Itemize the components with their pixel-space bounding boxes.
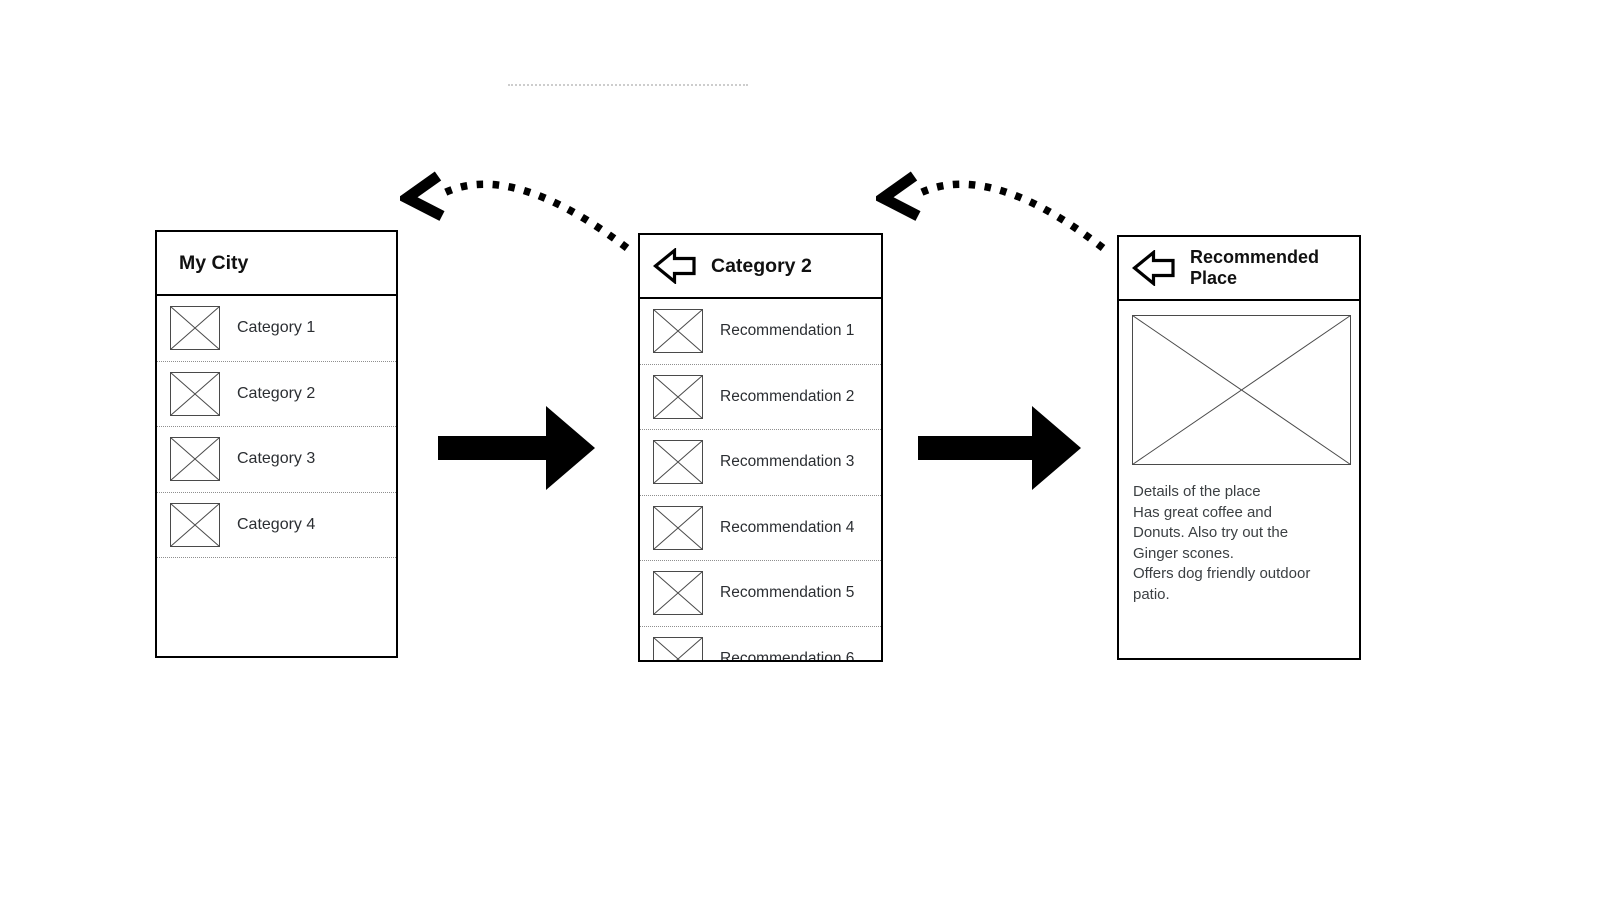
back-arrow-icon bbox=[653, 248, 697, 284]
image-placeholder-icon bbox=[653, 309, 703, 354]
list-item-recommendation-2[interactable]: Recommendation 2 bbox=[640, 364, 881, 430]
image-placeholder-icon bbox=[653, 505, 703, 550]
list-item-label: Recommendation 4 bbox=[720, 518, 855, 536]
image-placeholder-icon bbox=[170, 502, 220, 547]
list-item-recommendation-4[interactable]: Recommendation 4 bbox=[640, 495, 881, 561]
image-placeholder-icon bbox=[653, 440, 703, 485]
page-title: Recommended Place bbox=[1190, 247, 1320, 288]
list-item-label: Recommendation 1 bbox=[720, 322, 855, 340]
list-item-recommendation-1[interactable]: Recommendation 1 bbox=[640, 299, 881, 365]
faint-dotted-guide-line bbox=[508, 84, 748, 86]
place-details-text: Details of the place Has great coffee an… bbox=[1133, 483, 1311, 603]
list-item-label: Recommendation 6 bbox=[720, 649, 855, 662]
image-placeholder-icon bbox=[653, 374, 703, 419]
screen-my-city: My City Category 1 Category 2 Category 3… bbox=[155, 230, 398, 658]
screen-recommended-place: Recommended Place Details of the place H… bbox=[1117, 235, 1361, 660]
list-item-recommendation-5[interactable]: Recommendation 5 bbox=[640, 561, 881, 627]
page-title: My City bbox=[179, 251, 249, 274]
list-item-category-4[interactable]: Category 4 bbox=[157, 492, 396, 558]
page-title: Category 2 bbox=[711, 254, 812, 277]
list-item-category-3[interactable]: Category 3 bbox=[157, 427, 396, 493]
image-placeholder-icon bbox=[653, 571, 703, 616]
list-item-label: Recommendation 5 bbox=[720, 584, 855, 602]
image-placeholder-icon bbox=[170, 371, 220, 416]
image-placeholder-icon bbox=[170, 306, 220, 351]
list-item-recommendation-3[interactable]: Recommendation 3 bbox=[640, 430, 881, 496]
back-button[interactable] bbox=[653, 248, 697, 284]
back-flow-arc-icon bbox=[400, 171, 630, 251]
hero-image-placeholder-icon bbox=[1132, 315, 1351, 465]
list-item-label: Recommendation 2 bbox=[720, 387, 855, 405]
list-item-recommendation-6[interactable]: Recommendation 6 bbox=[640, 626, 881, 662]
image-placeholder-icon bbox=[170, 437, 220, 482]
list-item-label: Category 2 bbox=[237, 384, 316, 402]
forward-arrow-icon bbox=[438, 406, 595, 490]
back-flow-arc-icon bbox=[876, 171, 1106, 251]
screen-recommended-place-header: Recommended Place bbox=[1119, 237, 1359, 301]
image-placeholder-icon bbox=[653, 636, 703, 660]
screen-my-city-header: My City bbox=[157, 232, 396, 296]
list-item-category-2[interactable]: Category 2 bbox=[157, 361, 396, 427]
back-button[interactable] bbox=[1132, 250, 1176, 286]
screen-category-2-header: Category 2 bbox=[640, 235, 881, 299]
list-item-label: Category 3 bbox=[237, 450, 316, 468]
back-arrow-icon bbox=[1132, 250, 1176, 286]
list-item-category-1[interactable]: Category 1 bbox=[157, 296, 396, 362]
screen-category-2: Category 2 Recommendation 1 Recommendati… bbox=[638, 233, 883, 662]
list-item-label: Category 1 bbox=[237, 319, 316, 337]
list-item-label: Category 4 bbox=[237, 515, 316, 533]
forward-arrow-icon bbox=[918, 406, 1081, 490]
list-item-label: Recommendation 3 bbox=[720, 453, 855, 471]
